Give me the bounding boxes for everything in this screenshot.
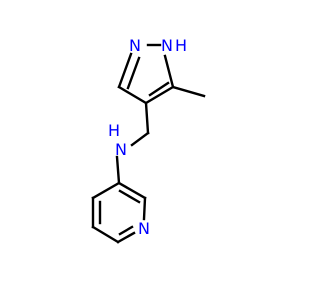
atom-label-pyrazole-n2: N xyxy=(129,36,141,55)
bond-n2-c3-inner xyxy=(126,56,141,90)
atom-label-amine-nh-h: H xyxy=(108,121,120,140)
bond-py-n1-c2 xyxy=(142,196,147,221)
bond-c4-ch2 xyxy=(144,101,150,135)
bond-py-c5-c6 xyxy=(91,225,120,244)
bond-py-c2-c3-inner xyxy=(118,189,141,204)
bond-c4-c5-inner xyxy=(148,81,170,97)
bond-n2-c3 xyxy=(117,52,133,89)
atom-label-pyridine-n: N xyxy=(138,219,150,238)
bond-py-c3-c4 xyxy=(91,181,121,200)
bond-ch2-nh xyxy=(130,131,150,147)
pyridine-ring xyxy=(91,181,147,244)
bond-py-c6-n1 xyxy=(116,231,136,244)
structure-diagram: N H N H N N xyxy=(91,36,206,244)
bond-c4-c5 xyxy=(144,85,175,105)
atom-label-amine-nh: N xyxy=(115,140,127,159)
bond-py-c2-c3 xyxy=(117,181,147,200)
bond-nh-pyridine xyxy=(115,155,121,185)
atom-label-pyrazole-nh-h: H xyxy=(175,36,187,55)
bond-c3-c4 xyxy=(117,85,148,105)
atom-label-pyrazole-nh: N xyxy=(161,36,173,55)
bond-methyl xyxy=(171,85,206,98)
pyrazole-ring xyxy=(117,43,175,105)
bond-py-c6-n1-inner xyxy=(118,225,134,236)
bond-c5-n1 xyxy=(163,54,175,89)
